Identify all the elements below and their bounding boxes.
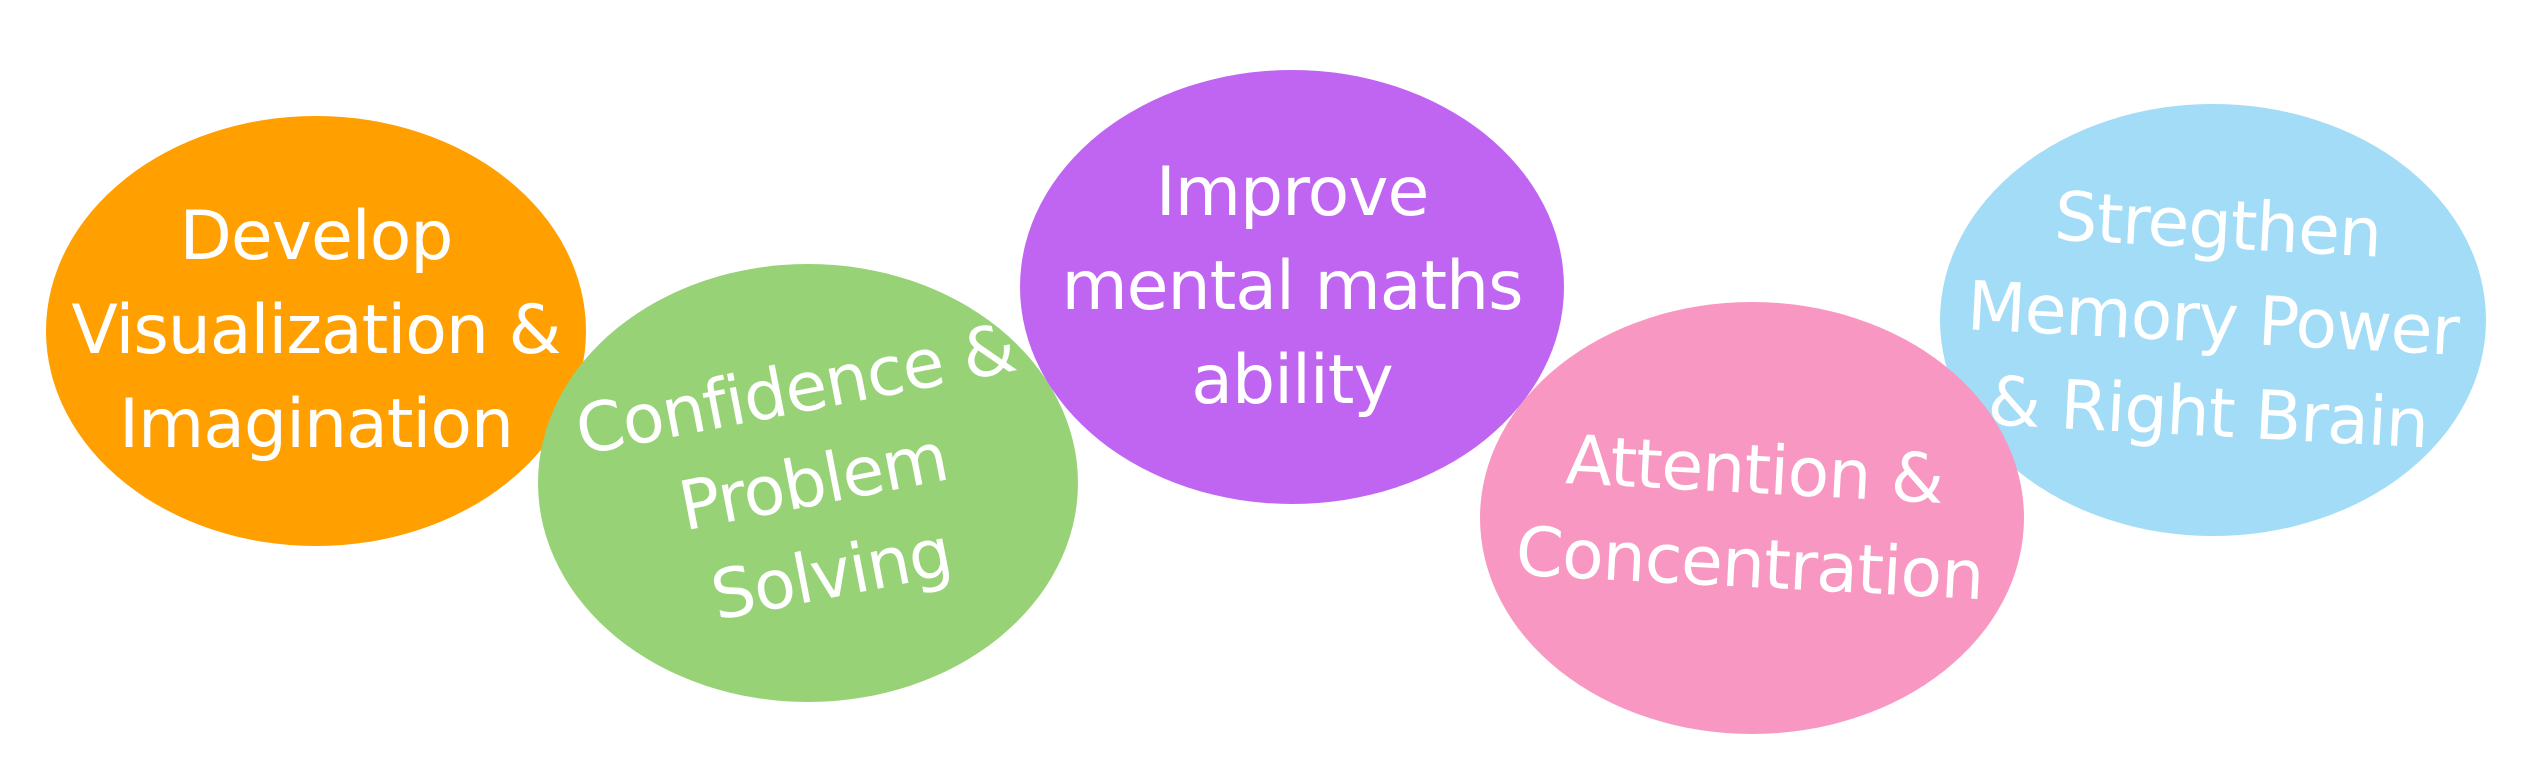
bubble-attention-text: Attention & Concentration [1513,412,1990,624]
bubble-memory-text: Stregthen Memory Power & Right Brain [1960,166,2466,473]
bubble-attention-concentration: Attention & Concentration [1480,302,2024,734]
bubble-mental-text: Improve mental maths ability [1061,146,1523,428]
bubble-visualization-line-2: Visualization & [71,291,561,370]
bubble-visualization-imagination: Develop Visualization & Imagination [46,116,586,546]
bubble-visualization-line-3: Imagination [118,385,514,464]
bubble-mental-line-3: ability [1191,341,1393,420]
bubble-visualization-text: Develop Visualization & Imagination [71,190,561,472]
bubble-mental-line-1: Improve [1155,153,1430,232]
bubble-confidence-problem-solving: Confidence & Problem Solving [538,264,1078,702]
bubble-mental-line-2: mental maths [1061,247,1523,326]
bubble-mental-maths: Improve mental maths ability [1020,70,1564,504]
bubble-memory-right-brain: Stregthen Memory Power & Right Brain [1940,104,2486,536]
bubble-confidence-text: Confidence & Problem Solving [568,302,1059,664]
bubble-visualization-line-1: Develop [179,197,454,276]
